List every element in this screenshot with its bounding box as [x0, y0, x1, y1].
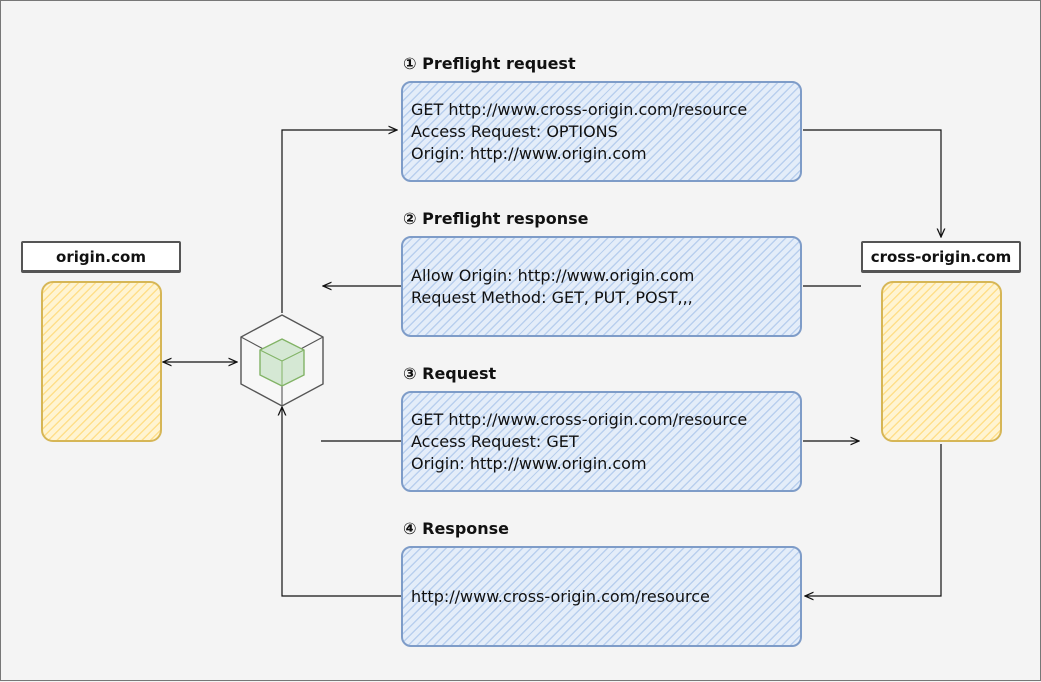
message-line: GET http://www.cross-origin.com/resource [411, 409, 748, 429]
origin-label: origin.com [21, 241, 181, 273]
preflight-request-in-arrow [281, 130, 397, 313]
message-line: Access Request: OPTIONS [411, 121, 618, 141]
step-2-title: ② Preflight response [403, 209, 589, 228]
response-box: http://www.cross-origin.com/resource [401, 546, 802, 647]
step-3-title: ③ Request [403, 364, 497, 383]
message-line: Access Request: GET [411, 431, 579, 451]
message-line: Request Method: GET, PUT, POST,,, [411, 287, 693, 307]
cross-origin-label: cross-origin.com [861, 241, 1021, 273]
message-line: Origin: http://www.origin.com [411, 143, 647, 163]
message-line: Allow Origin: http://www.origin.com [411, 265, 695, 285]
message-line: http://www.cross-origin.com/resource [411, 586, 710, 606]
origin-server [41, 281, 162, 442]
response-out-arrow [282, 407, 401, 597]
step-1-title: ① Preflight request [403, 54, 576, 73]
response-in-arrow [805, 444, 942, 596]
cube-icon [240, 314, 324, 407]
message-line: GET http://www.cross-origin.com/resource [411, 99, 748, 119]
message-line: Origin: http://www.origin.com [411, 453, 647, 473]
preflight-request-box: GET http://www.cross-origin.com/resource… [401, 81, 802, 182]
cross-origin-server [881, 281, 1002, 442]
inner-cube-icon [259, 338, 305, 387]
step-4-title: ④ Response [403, 519, 510, 538]
preflight-response-box: Allow Origin: http://www.origin.com Requ… [401, 236, 802, 337]
request-box: GET http://www.cross-origin.com/resource… [401, 391, 802, 492]
preflight-request-out-arrow [803, 129, 941, 237]
